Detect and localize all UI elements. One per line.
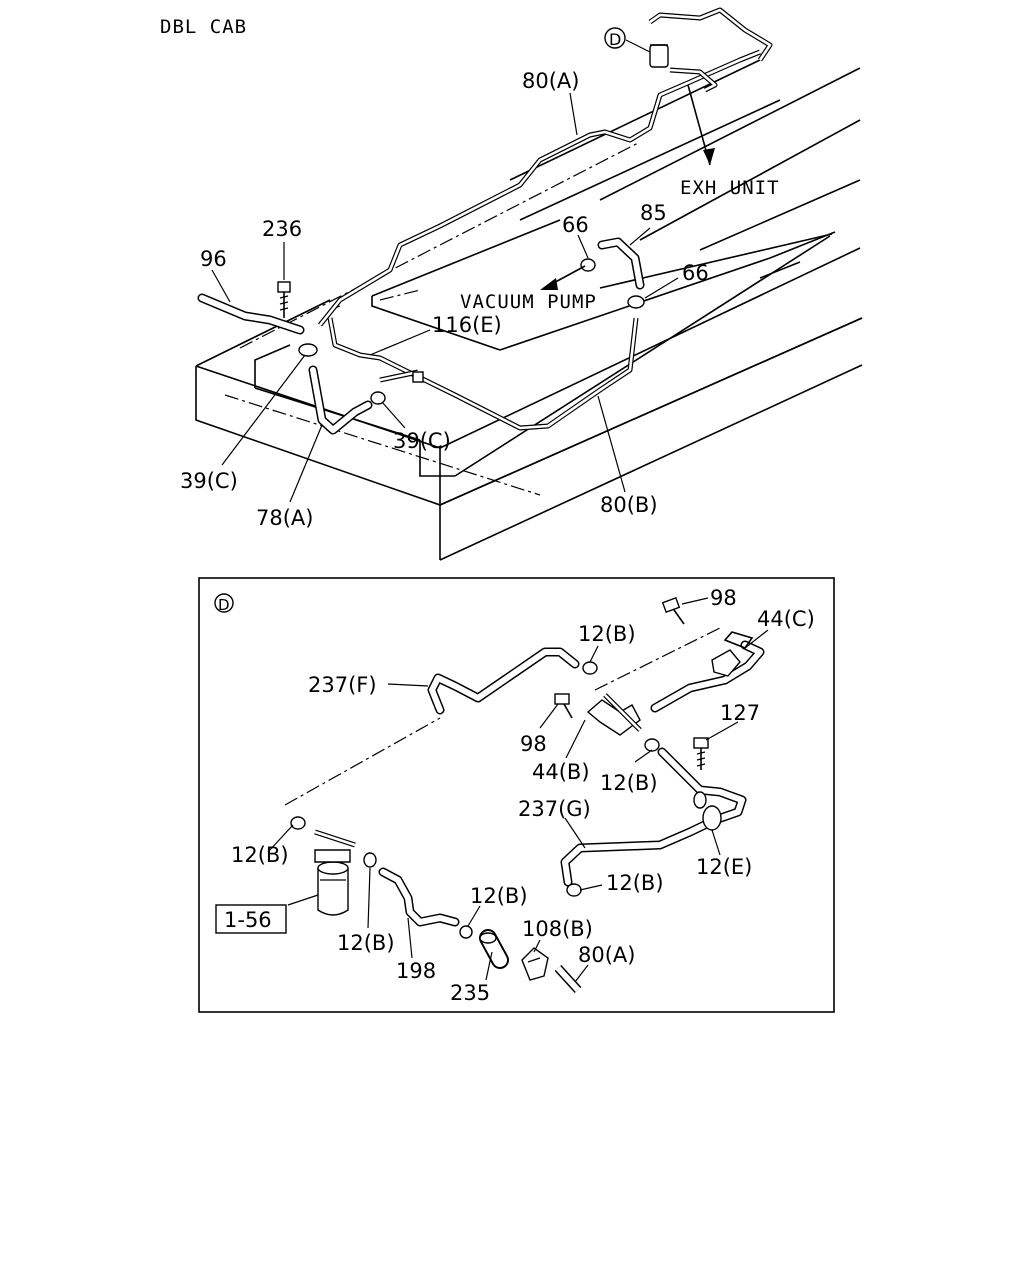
detail-marker-circle bbox=[214, 593, 234, 613]
pipe-80a bbox=[318, 49, 761, 327]
label-12b-2: 12(B) bbox=[600, 771, 658, 795]
detail-marker-circle-top bbox=[604, 27, 626, 49]
clamp-12b-1 bbox=[582, 661, 598, 675]
clamp-12e bbox=[702, 805, 722, 831]
detail-d-view: D bbox=[198, 577, 835, 1013]
clamp-66-lower bbox=[627, 295, 645, 309]
label-12b-6: 12(B) bbox=[470, 884, 528, 908]
label-66-lower: 66 bbox=[682, 261, 709, 285]
main-assembly-view: D 80(A) EXH UNIT 236 96 66 85 66 VACUUM … bbox=[180, 7, 863, 561]
check-valve-1-56 bbox=[314, 829, 356, 916]
label-78a: 78(A) bbox=[256, 506, 313, 530]
detail-marker-top: D bbox=[609, 30, 621, 49]
bolt-127 bbox=[693, 737, 709, 770]
label-236: 236 bbox=[262, 217, 302, 241]
label-39c-right: 39(C) bbox=[393, 429, 451, 453]
label-12b-1: 12(B) bbox=[578, 622, 636, 646]
hose-78a bbox=[308, 365, 373, 435]
reference-line-2 bbox=[224, 394, 541, 496]
ref-box-1-56 bbox=[215, 904, 287, 934]
vacuum-pump-arrowhead bbox=[540, 278, 558, 290]
label-66-upper: 66 bbox=[562, 213, 589, 237]
bolt-236 bbox=[277, 281, 291, 318]
label-108b: 108(B) bbox=[522, 917, 593, 941]
hose-235 bbox=[479, 929, 509, 969]
label-98-lower: 98 bbox=[520, 732, 547, 756]
exh-unit-arrowhead bbox=[703, 148, 715, 165]
check-valve-top bbox=[648, 7, 773, 93]
label-exh-unit: EXH UNIT bbox=[680, 177, 780, 199]
label-237g: 237(G) bbox=[518, 797, 591, 821]
clamp-12b-3 bbox=[566, 883, 582, 897]
clamp-12b-5 bbox=[363, 852, 377, 868]
clip-108b bbox=[521, 947, 549, 981]
label-198: 198 bbox=[396, 959, 436, 983]
label-85: 85 bbox=[640, 201, 667, 225]
detail-d-frame bbox=[198, 577, 835, 1013]
label-12b-5: 12(B) bbox=[337, 931, 395, 955]
hose-237f bbox=[427, 647, 580, 715]
label-80b: 80(B) bbox=[600, 493, 658, 517]
clamp-12b-4 bbox=[290, 816, 306, 830]
pipe-stub-80a bbox=[554, 964, 582, 994]
bracket-44c bbox=[711, 649, 741, 677]
label-235: 235 bbox=[450, 981, 490, 1005]
label-80a-main: 80(A) bbox=[522, 69, 579, 93]
label-237f: 237(F) bbox=[308, 673, 377, 697]
hose-237g bbox=[560, 747, 747, 887]
label-1-56: 1-56 bbox=[224, 908, 272, 932]
label-116e: 116(E) bbox=[432, 313, 502, 337]
hose-44c bbox=[650, 631, 765, 713]
bolt-98-lower bbox=[554, 693, 573, 719]
bracket-116e bbox=[412, 371, 424, 383]
label-98-upper: 98 bbox=[710, 586, 737, 610]
label-39c-left: 39(C) bbox=[180, 469, 238, 493]
clamp-12e-inner bbox=[693, 791, 707, 809]
pipe-80b bbox=[327, 317, 639, 431]
cab-type-label: DBL CAB bbox=[160, 16, 247, 38]
label-96: 96 bbox=[200, 247, 227, 271]
clamp-66-upper bbox=[580, 258, 596, 272]
hose-198 bbox=[378, 867, 460, 927]
clip-39c-right bbox=[370, 391, 386, 405]
hose-85 bbox=[597, 237, 645, 290]
label-12b-3: 12(B) bbox=[606, 871, 664, 895]
clamp-12b-6 bbox=[459, 925, 473, 939]
label-12e: 12(E) bbox=[696, 855, 752, 879]
clip-39c-left bbox=[298, 343, 318, 357]
clamp-12b-2 bbox=[644, 738, 660, 752]
bracket-44b bbox=[586, 693, 642, 736]
bolt-98-upper bbox=[661, 597, 685, 625]
hose-96 bbox=[197, 293, 305, 335]
leader-lines-main bbox=[211, 39, 679, 503]
leader-lines-detail bbox=[267, 597, 769, 983]
label-44b: 44(B) bbox=[532, 760, 590, 784]
detail-marker: D bbox=[218, 596, 230, 614]
label-12b-4: 12(B) bbox=[231, 843, 289, 867]
label-vacuum-pump: VACUUM PUMP bbox=[460, 291, 597, 313]
frame-rail-rear bbox=[371, 59, 861, 351]
label-80a-detail: 80(A) bbox=[578, 943, 635, 967]
label-44c: 44(C) bbox=[757, 607, 815, 631]
label-127: 127 bbox=[720, 701, 760, 725]
